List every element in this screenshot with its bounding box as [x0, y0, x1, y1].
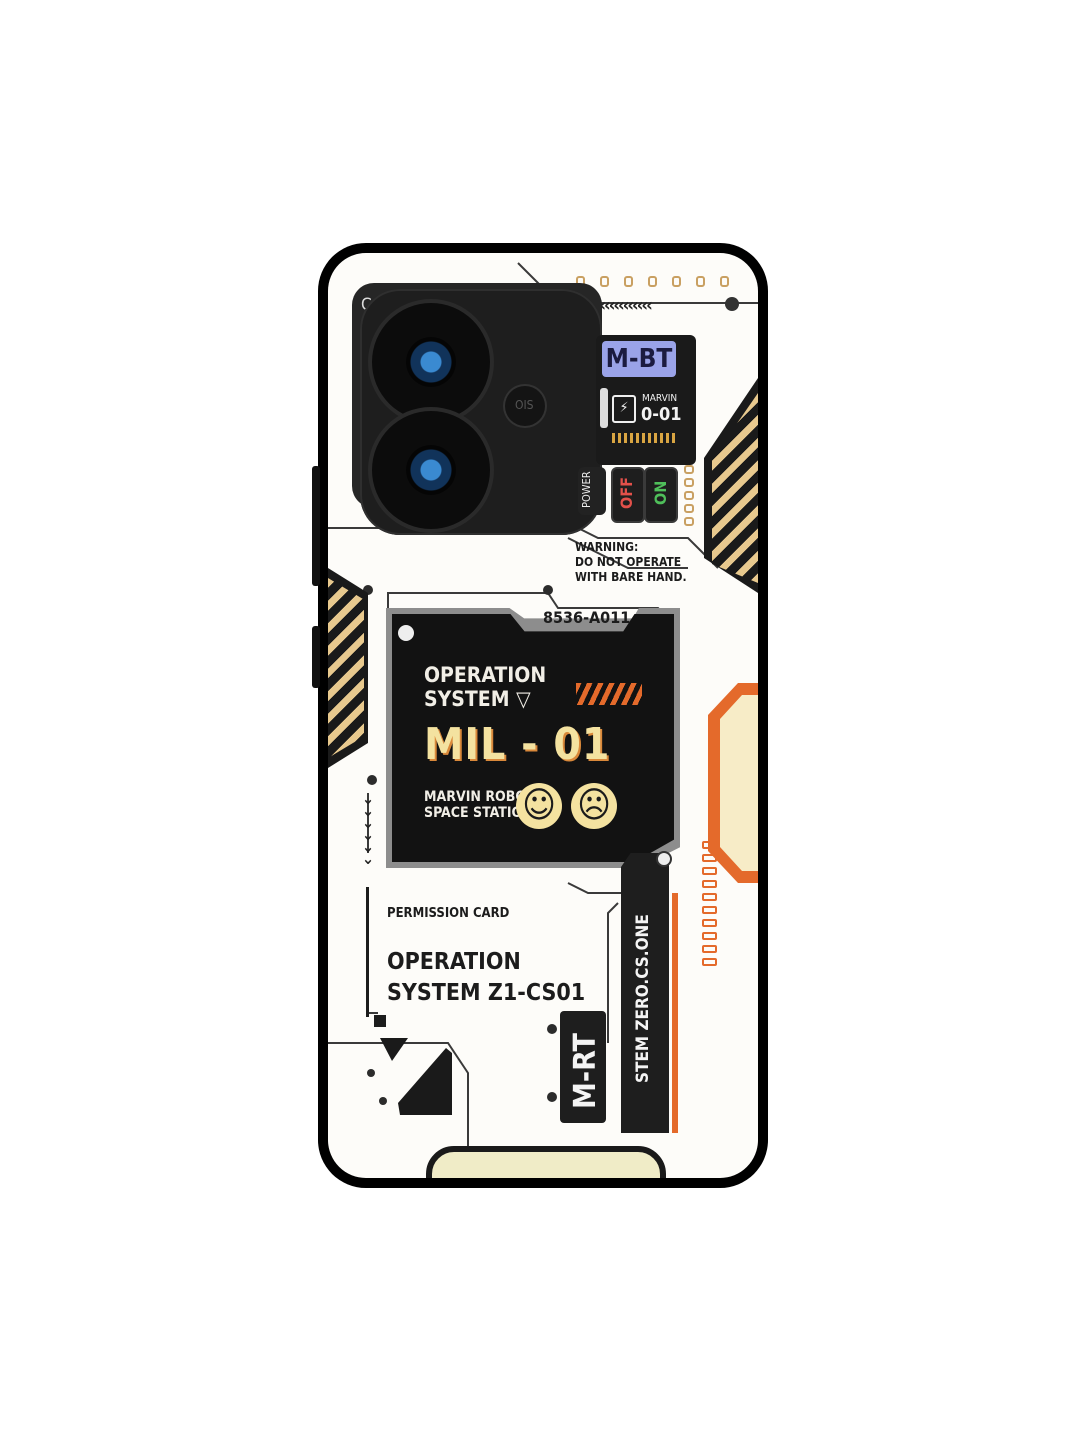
screw-icon — [656, 851, 672, 867]
pin-strip — [612, 433, 678, 443]
warning-line: WITH BARE HAND. — [575, 570, 687, 584]
on-label: ON — [651, 480, 670, 505]
warning-label: WARNING: DO NOT OPERATE WITH BARE HAND. — [575, 540, 687, 585]
triangle-down-icon: ▽ — [516, 687, 531, 711]
bottom-cutout — [426, 1146, 666, 1178]
os-line: SYSTEM ▽ — [424, 687, 546, 711]
mbt-tag: M-BT — [602, 341, 676, 377]
station-line: SPACE STATION — [424, 805, 533, 821]
system-block — [621, 853, 669, 1133]
permission-card-system: OPERATION SYSTEM Z1-CS01 — [387, 947, 585, 1009]
os-label: OPERATION SYSTEM ▽ — [424, 663, 546, 711]
orange-rail — [672, 893, 678, 1133]
on-switch — [644, 467, 678, 523]
station-line: MARVIN ROBOT — [424, 789, 535, 805]
screw-icon — [725, 297, 739, 311]
os-line: OPERATION — [424, 663, 547, 687]
flash-icon — [505, 386, 545, 426]
permission-line: SYSTEM Z1-CS01 — [387, 980, 586, 1006]
power-switch — [578, 467, 606, 515]
chevron-column-icon: ⌄⌄⌄⌄⌄⌄ — [362, 789, 375, 868]
hazard-stripes-left — [328, 578, 364, 758]
indicator-dots — [684, 465, 694, 526]
indicator-dots — [702, 841, 717, 966]
station-label: MARVIN ROBOT SPACE STATION — [424, 789, 535, 821]
screen-code: 8536-A011 — [543, 608, 631, 627]
marvin-name: MARVIN — [642, 393, 678, 404]
marvin-code: 0-01 — [641, 404, 682, 425]
indicator-dots — [576, 276, 729, 287]
vertical-tag: M-RT — [568, 1033, 603, 1109]
smiley-sad-icon: ☹ — [571, 783, 617, 829]
case-side-button — [312, 466, 320, 586]
permission-bracket — [366, 887, 369, 1017]
case-back-panel: ‹‹‹‹‹‹‹‹‹‹‹‹‹‹‹‹ Cc OIS M-BT ⚡ MARVIN 0-… — [328, 253, 758, 1178]
orange-stripes — [576, 683, 642, 705]
camera-lens — [372, 411, 490, 529]
permission-card-label: PERMISSION CARD — [387, 906, 510, 921]
permission-line: OPERATION — [387, 949, 521, 975]
model-name: MIL - 01 — [424, 719, 611, 770]
power-label: POWER — [580, 471, 593, 508]
mrt-block — [560, 1011, 606, 1123]
case-side-button — [312, 626, 320, 688]
permission-marker — [374, 1015, 386, 1027]
camera-lens — [372, 303, 490, 421]
vertical-system: STEM ZERO.CS.ONE — [633, 914, 653, 1083]
warning-line: WARNING: — [575, 540, 639, 554]
screw-icon — [398, 625, 414, 641]
flash-label: OIS — [515, 398, 534, 412]
bolt-icon: ⚡ — [612, 395, 636, 423]
warning-line: DO NOT OPERATE — [575, 555, 682, 569]
off-label: OFF — [617, 477, 636, 509]
smiley-happy-icon: ☺ — [516, 783, 562, 829]
mbt-slider — [600, 388, 608, 428]
os-line-text: SYSTEM — [424, 687, 510, 711]
